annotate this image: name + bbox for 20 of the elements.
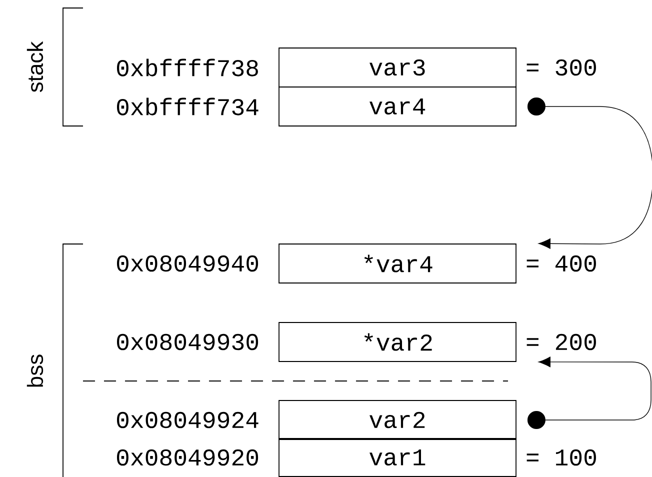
address-label: 0x08049940 [117,255,258,272]
memory-cell: var2 [278,400,516,440]
memory-cell: var4 [278,86,516,126]
memory-cell: var3 [278,48,516,88]
address-label: 0x08049924 [117,412,258,428]
value-label: = 100 [526,449,596,466]
address-label: 0xbffff734 [117,98,258,116]
value-label: = 300 [526,59,596,76]
address-label: 0x08049930 [117,334,258,350]
memory-cell: var1 [278,438,516,477]
pointer-arrow [527,98,652,249]
segment-label: stack [26,41,44,92]
address-label: 0xbffff738 [117,58,258,76]
segment-label: bss [26,354,44,387]
memory-cell: *var4 [278,244,516,284]
value-label: = 400 [526,255,596,272]
pointer-arrow [527,356,652,429]
address-label: 0x08049920 [117,449,258,466]
value-label: = 200 [526,334,596,350]
memory-cell: *var2 [278,322,516,362]
